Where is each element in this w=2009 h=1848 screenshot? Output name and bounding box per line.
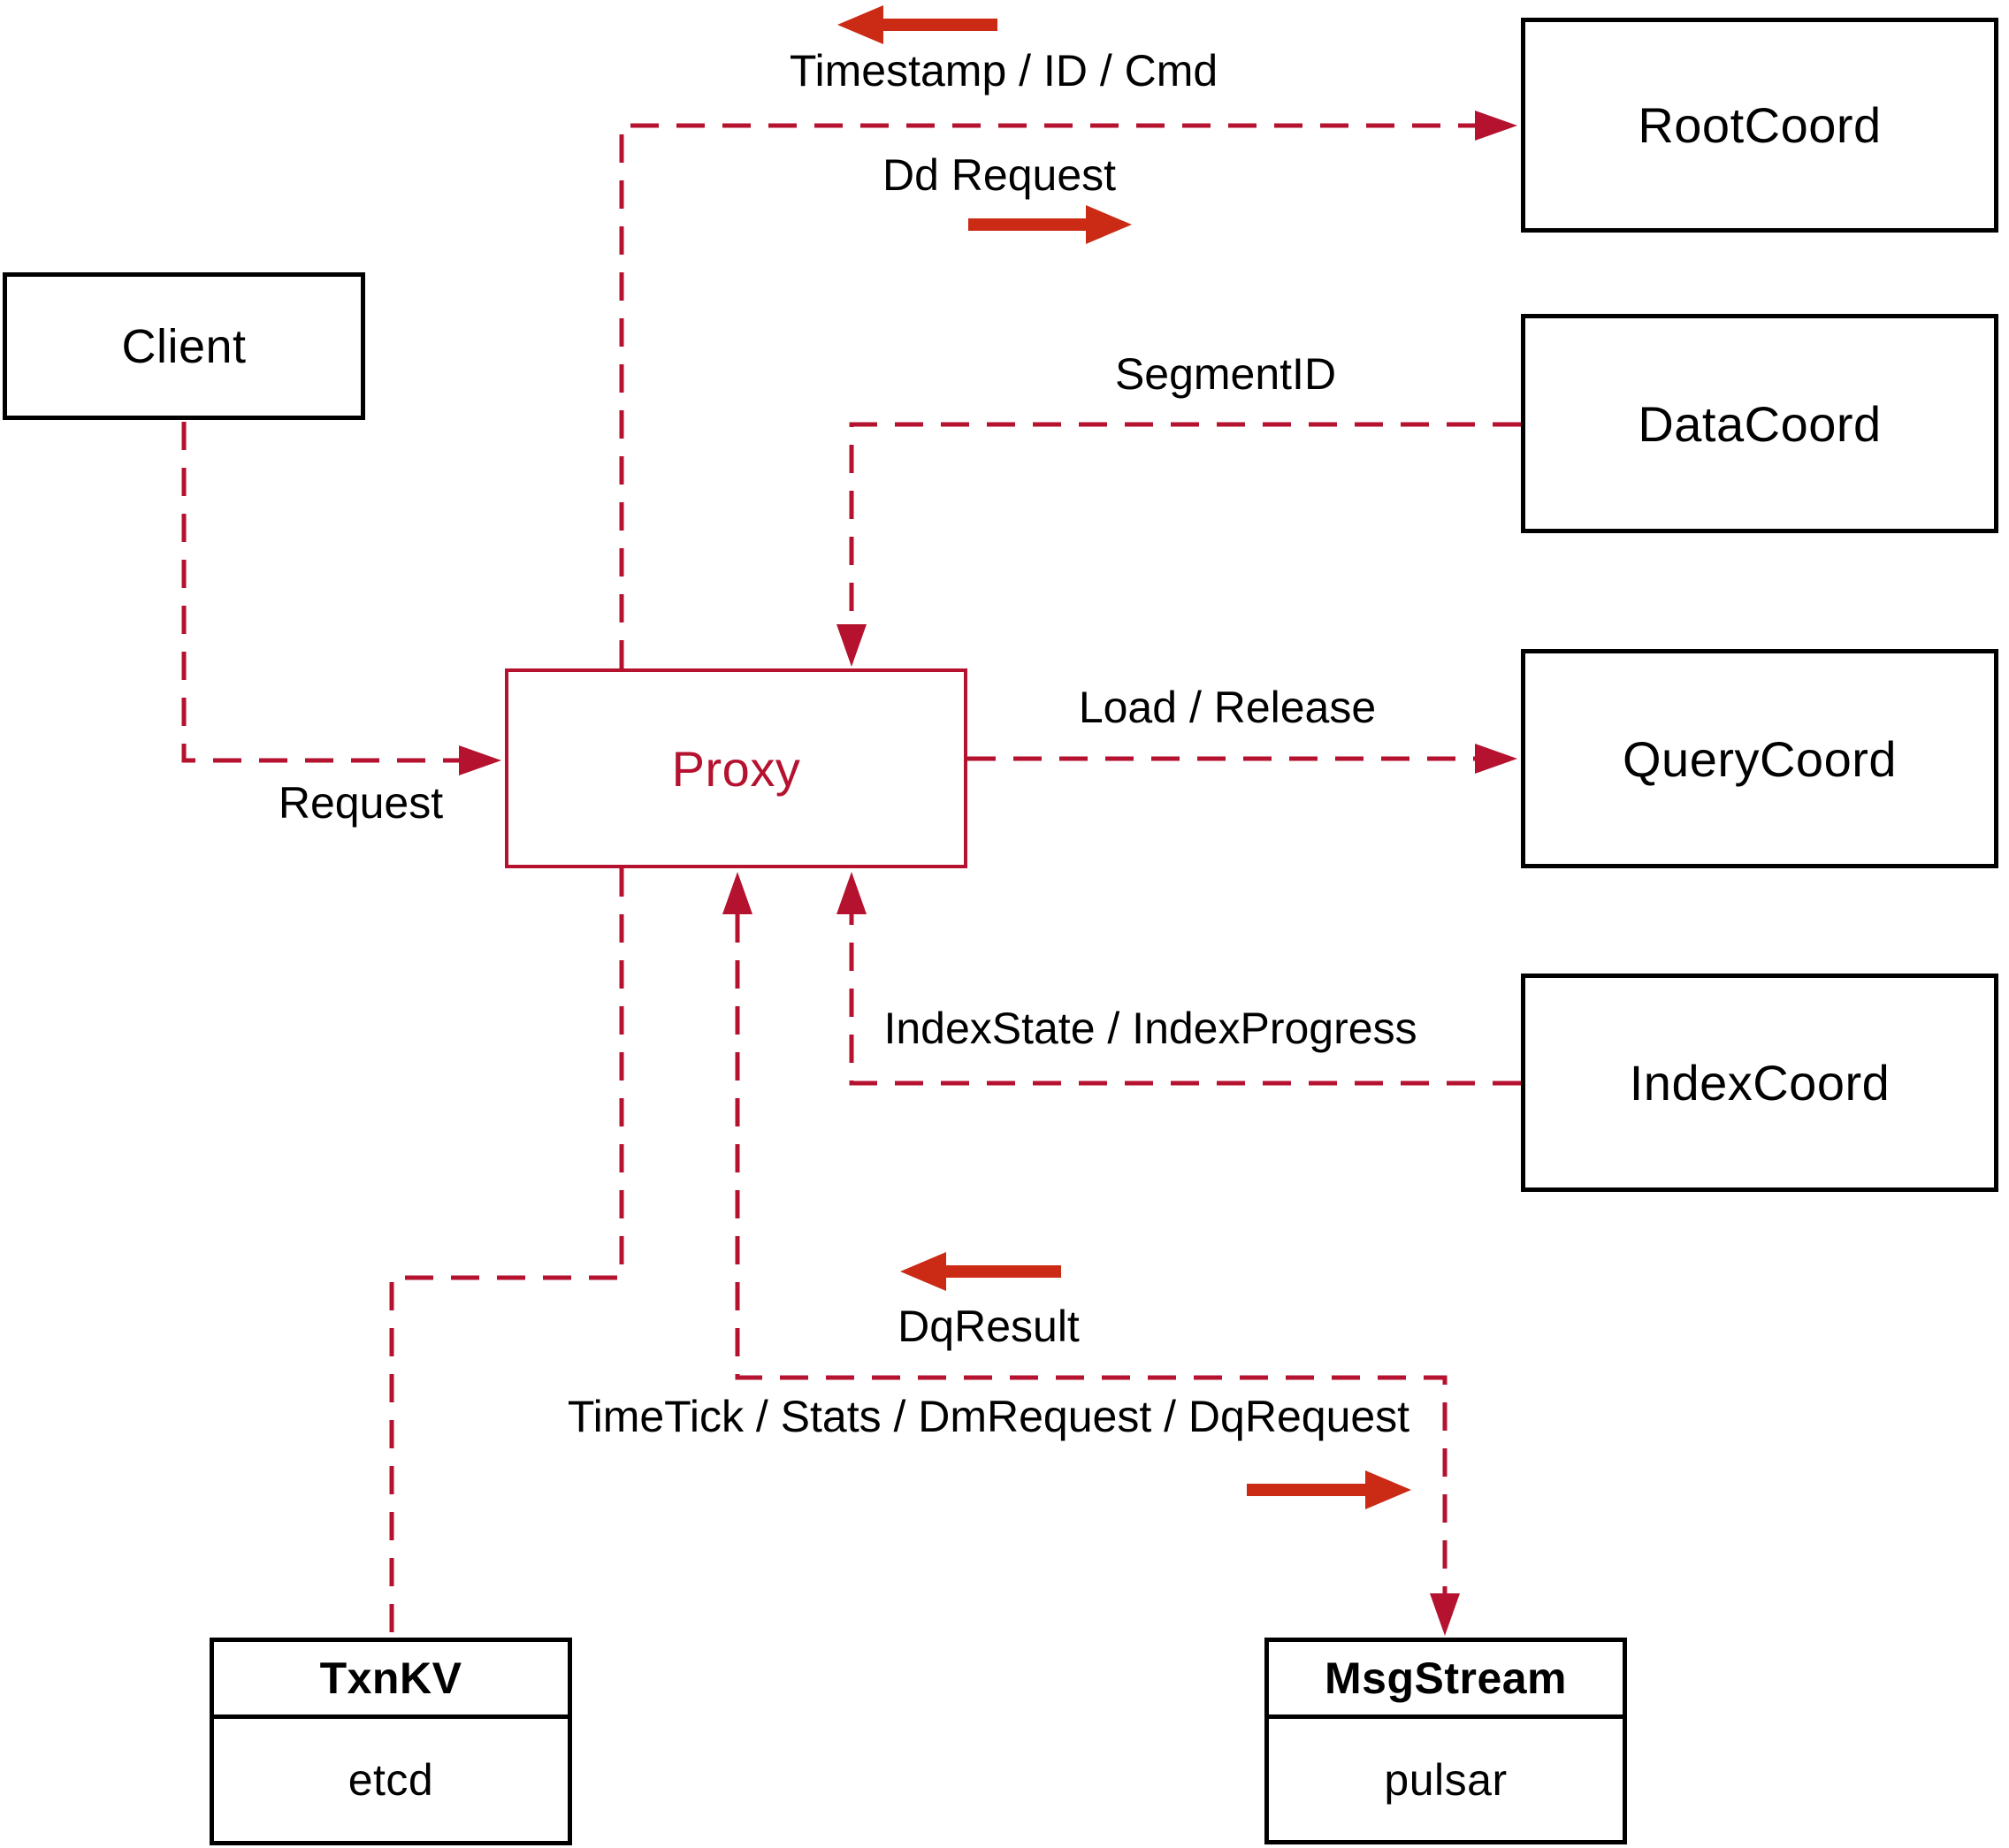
arrowhead-indexstate-into-proxy-icon [836, 872, 867, 914]
arrowhead-into-rootcoord-icon [1475, 111, 1517, 141]
node-datacoord: DataCoord [1521, 314, 1998, 533]
node-txnkv-impl: etcd [348, 1755, 434, 1805]
node-msgstream: MsgStream pulsar [1264, 1638, 1627, 1844]
node-client: Client [3, 272, 365, 420]
arrowhead-into-msgstream-icon [1430, 1593, 1460, 1636]
node-querycoord: QueryCoord [1521, 649, 1998, 868]
node-txnkv-title: TxnKV [214, 1642, 568, 1719]
node-datacoord-label: DataCoord [1638, 395, 1882, 452]
arrowhead-dqresult-into-proxy-icon [722, 872, 752, 914]
direction-arrow-left-dqresult-icon [900, 1252, 1061, 1291]
edge-label-dq-result: DqResult [898, 1302, 1080, 1351]
node-rootcoord: RootCoord [1521, 18, 1998, 233]
edge-indexcoord-to-proxy-line [849, 914, 1521, 1086]
node-indexcoord-label: IndexCoord [1629, 1055, 1891, 1111]
arrowhead-into-proxy-top-icon [836, 624, 867, 667]
node-txnkv: TxnKV etcd [210, 1638, 572, 1845]
node-proxy: Proxy [505, 668, 967, 868]
node-rootcoord-label: RootCoord [1638, 97, 1882, 153]
node-msgstream-impl: pulsar [1384, 1754, 1508, 1805]
node-querycoord-label: QueryCoord [1622, 730, 1898, 787]
edge-client-to-proxy-line [181, 422, 459, 763]
edge-proxy-msgstream-line [735, 914, 1448, 1593]
edge-label-dd-request: Dd Request [882, 150, 1117, 200]
edge-label-request: Request [278, 778, 444, 828]
direction-arrow-left-timestamp-icon [837, 5, 997, 44]
arrowhead-into-proxy-left-icon [459, 745, 501, 775]
edge-label-timestamp: Timestamp / ID / Cmd [789, 46, 1218, 95]
node-proxy-label: Proxy [671, 740, 801, 797]
edge-label-segment-id: SegmentID [1114, 349, 1337, 399]
edge-label-load-release: Load / Release [1078, 683, 1377, 732]
edge-label-time-tick: TimeTick / Stats / DmRequest / DqRequest [567, 1392, 1410, 1441]
edge-proxy-to-txnkv-line [389, 868, 624, 1638]
edge-datacoord-to-proxy-line [849, 422, 1521, 622]
direction-arrow-right-timetick-icon [1247, 1470, 1411, 1509]
node-client-label: Client [121, 319, 247, 373]
edge-label-index-state: IndexState / IndexProgress [883, 1004, 1417, 1053]
direction-arrow-right-dd-request-icon [968, 205, 1132, 244]
edge-proxy-to-rootcoord-line [619, 123, 1475, 668]
arrowhead-into-querycoord-icon [1475, 744, 1517, 774]
node-msgstream-title: MsgStream [1269, 1642, 1623, 1719]
node-indexcoord: IndexCoord [1521, 974, 1998, 1192]
